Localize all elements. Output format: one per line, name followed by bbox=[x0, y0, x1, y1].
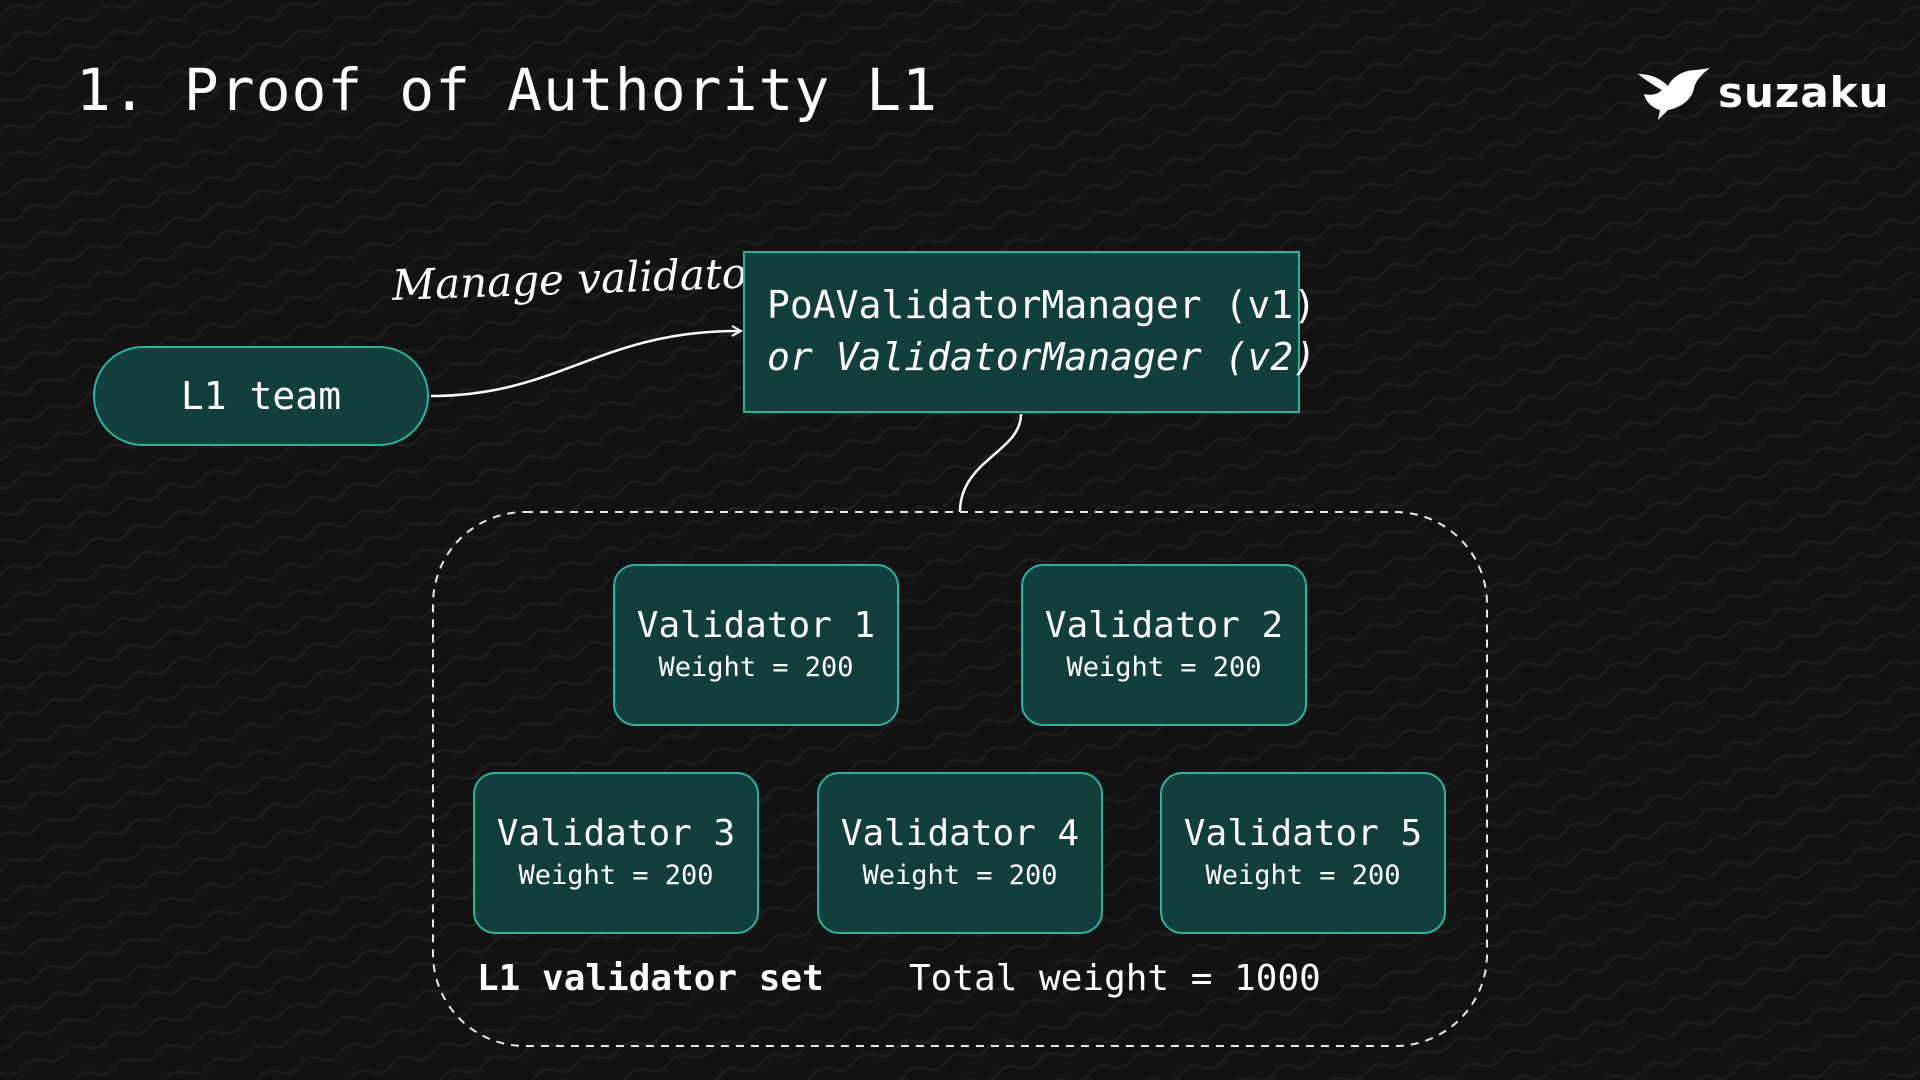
brand-logo: suzaku bbox=[1636, 64, 1889, 124]
total-weight-label: Total weight = 1000 bbox=[909, 958, 1321, 999]
manager-to-set-connector bbox=[958, 413, 1023, 513]
validator-node: Validator 5 Weight = 200 bbox=[1160, 772, 1446, 934]
l1-team-label: L1 team bbox=[180, 374, 342, 418]
validator-node: Validator 1 Weight = 200 bbox=[613, 564, 899, 726]
validator-node: Validator 2 Weight = 200 bbox=[1021, 564, 1307, 726]
validator-weight: Weight = 200 bbox=[658, 652, 854, 683]
validator-name: Validator 2 bbox=[1044, 605, 1284, 646]
bird-icon bbox=[1638, 68, 1710, 120]
manager-name-v2: or ValidatorManager (v2) bbox=[767, 335, 1317, 379]
validator-weight: Weight = 200 bbox=[518, 860, 714, 891]
validator-manager-node: PoAValidatorManager (v1) or ValidatorMan… bbox=[743, 251, 1317, 413]
validator-weight: Weight = 200 bbox=[862, 860, 1058, 891]
validator-name: Validator 4 bbox=[840, 813, 1080, 854]
validator-name: Validator 1 bbox=[636, 605, 876, 646]
validator-weight: Weight = 200 bbox=[1066, 652, 1262, 683]
validator-node: Validator 4 Weight = 200 bbox=[817, 772, 1103, 934]
slide-title: 1. Proof of Authority L1 bbox=[76, 56, 939, 124]
team-to-manager-arrow bbox=[430, 331, 741, 398]
brand-wordmark: suzaku bbox=[1718, 68, 1890, 117]
validator-name: Validator 5 bbox=[1183, 813, 1423, 854]
l1-team-node: L1 team bbox=[93, 346, 429, 446]
validator-node: Validator 3 Weight = 200 bbox=[473, 772, 759, 934]
validator-name: Validator 3 bbox=[496, 813, 736, 854]
manager-name-v1: PoAValidatorManager (v1) bbox=[767, 283, 1317, 327]
validator-set-label: L1 validator set bbox=[477, 958, 824, 999]
validator-weight: Weight = 200 bbox=[1205, 860, 1401, 891]
